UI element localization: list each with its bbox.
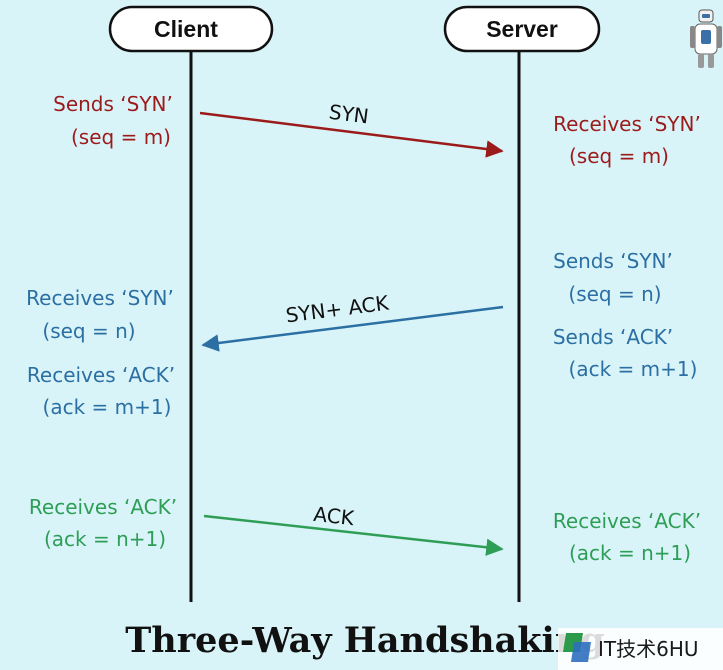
server-synack-note-line-2: (seq = n) bbox=[568, 282, 661, 306]
server-syn-note-line-2: (seq = m) bbox=[569, 144, 669, 168]
server-ack-note-line-1: Receives ‘ACK’ bbox=[553, 509, 701, 533]
client-header: Client bbox=[108, 5, 274, 53]
server-synack-note-line-3: Sends ‘ACK’ bbox=[553, 325, 673, 349]
syn-ack-message: SYN+ ACK Sends ‘SYN’ (seq = n) Sends ‘AC… bbox=[26, 249, 697, 419]
server-header: Server bbox=[443, 5, 601, 53]
syn-message: SYN Sends ‘SYN’ (seq = m) Receives ‘SYN’… bbox=[53, 92, 701, 168]
watermark-logo-icon bbox=[563, 633, 591, 662]
ack-arrow bbox=[203, 514, 504, 556]
client-ack-note-line-1: Receives ‘ACK’ bbox=[29, 495, 177, 519]
syn-ack-arrow bbox=[201, 305, 504, 352]
robot-logo-icon bbox=[690, 9, 722, 68]
client-synack-note-line-3: Receives ‘ACK’ bbox=[27, 363, 175, 387]
client-label: Client bbox=[154, 16, 218, 42]
diagram-title: Three-Way Handshaking bbox=[125, 620, 605, 661]
watermark: IT技术6HU bbox=[558, 628, 723, 670]
ack-message: ACK Receives ‘ACK’ (ack = n+1) Receives … bbox=[29, 495, 701, 565]
server-synack-note-line-4: (ack = m+1) bbox=[569, 357, 698, 381]
syn-ack-arrow-label: SYN+ ACK bbox=[284, 291, 390, 328]
syn-arrow bbox=[199, 111, 504, 158]
ack-arrow-label: ACK bbox=[312, 502, 356, 530]
watermark-text: IT技术6HU bbox=[598, 637, 699, 661]
client-synack-note-line-1: Receives ‘SYN’ bbox=[26, 286, 174, 310]
client-syn-note-line-2: (seq = m) bbox=[71, 125, 171, 149]
client-syn-note-line-1: Sends ‘SYN’ bbox=[53, 92, 173, 116]
server-synack-note-line-1: Sends ‘SYN’ bbox=[553, 249, 673, 273]
server-label: Server bbox=[486, 16, 558, 42]
client-ack-note-line-2: (ack = n+1) bbox=[44, 527, 166, 551]
client-synack-note-line-2: (seq = n) bbox=[42, 319, 135, 343]
syn-arrow-label: SYN bbox=[328, 100, 371, 129]
server-syn-note-line-1: Receives ‘SYN’ bbox=[553, 112, 701, 136]
client-synack-note-line-4: (ack = m+1) bbox=[43, 395, 172, 419]
server-ack-note-line-2: (ack = n+1) bbox=[569, 541, 691, 565]
